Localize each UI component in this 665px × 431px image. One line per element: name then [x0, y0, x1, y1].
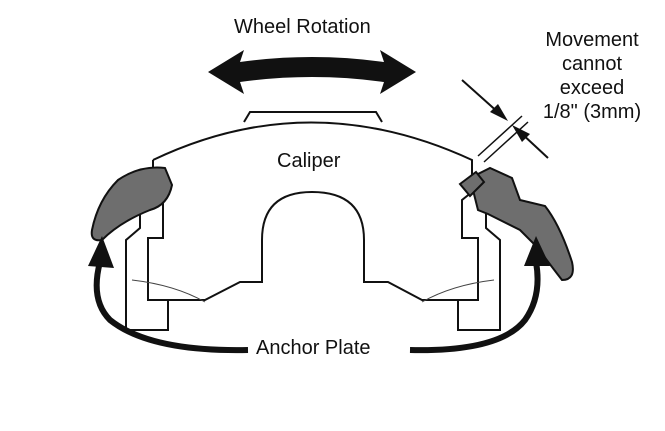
- anchor-arrowhead-right: [524, 236, 550, 266]
- slide-line-right: [421, 279, 495, 303]
- slide-line-left: [131, 279, 206, 303]
- anchor-arrow-right: [409, 261, 541, 354]
- gap-line-inner: [483, 121, 529, 163]
- measure-arrowhead-top: [490, 104, 508, 121]
- left-brake-pad: [90, 166, 174, 242]
- right-brake-pad: [468, 166, 574, 282]
- caliper-arch: [168, 190, 458, 301]
- caliper-bridge: [243, 111, 383, 123]
- movement-line-1: Movement: [545, 29, 639, 51]
- movement-line-4: 1/8" (3mm): [542, 101, 642, 123]
- anchor-arrowhead-left: [88, 236, 114, 268]
- anchor-plate-label: Anchor Plate: [252, 337, 375, 360]
- caliper-label: Caliper: [277, 150, 341, 172]
- anchor-arrow-left: [93, 261, 249, 354]
- gap-line-outer: [477, 115, 523, 157]
- movement-line-3: exceed: [559, 77, 625, 99]
- measure-arrow-top-shaft: [461, 79, 501, 115]
- wheel-rotation-arrow: [208, 50, 416, 94]
- right-pad-clip: [458, 170, 486, 198]
- movement-line-2: cannot: [561, 53, 623, 75]
- measure-arrowhead-bottom: [512, 125, 530, 142]
- movement-limit-label: Movement cannot exceed 1/8" (3mm): [528, 28, 656, 124]
- wheel-rotation-label: Wheel Rotation: [234, 16, 371, 38]
